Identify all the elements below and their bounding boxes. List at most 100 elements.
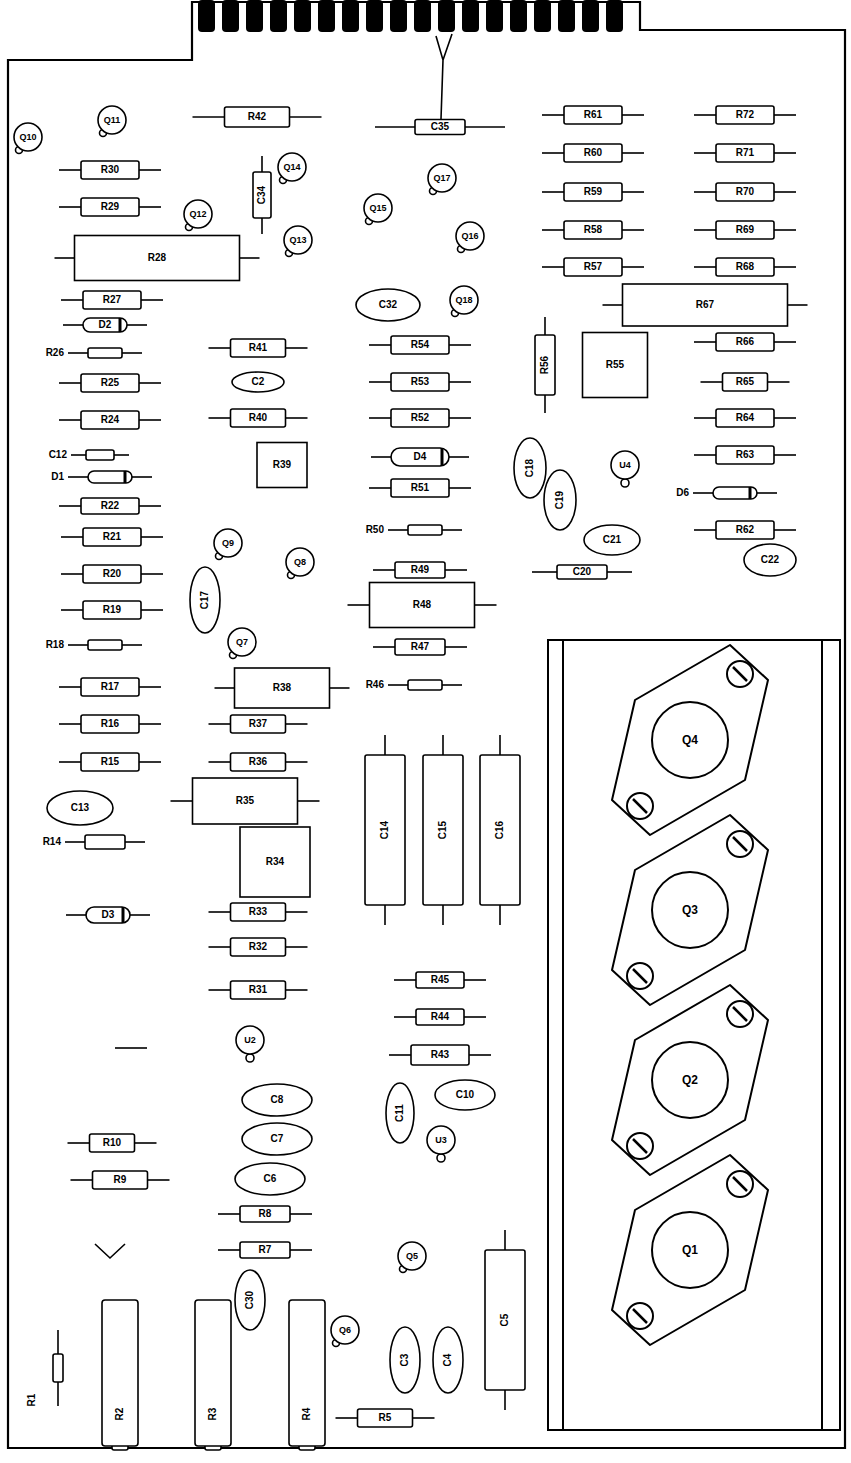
lead-wire [442, 735, 444, 755]
component-body [395, 562, 445, 578]
part-label: Q10 [19, 133, 36, 142]
component-body [415, 120, 465, 135]
lead-wire [61, 536, 83, 538]
resistor-symbol [369, 336, 471, 354]
resistor-symbol [694, 144, 796, 162]
part-label: Q11 [104, 116, 121, 125]
lead-wire [449, 344, 471, 346]
lead-wire [63, 324, 83, 326]
resistor-symbol [542, 144, 644, 162]
lead-wire [774, 152, 796, 154]
component-body [480, 755, 520, 905]
component-body [390, 1327, 420, 1393]
connector-finger [270, 0, 287, 32]
lead-wire [261, 156, 263, 172]
component-body [564, 221, 622, 239]
lead-wire [71, 1179, 93, 1181]
component-body [214, 529, 242, 557]
potentiometer-symbol [102, 1300, 138, 1450]
part-label: R63 [736, 450, 754, 460]
mounting-screw [627, 1133, 653, 1159]
component-body [231, 339, 286, 357]
resistor-symbol [373, 639, 467, 655]
part-label: D1 [50, 472, 65, 482]
mounting-screw [627, 1303, 653, 1329]
screw-slot [633, 1309, 647, 1323]
part-label: R70 [736, 187, 754, 197]
component-body [365, 755, 405, 905]
connector-finger [246, 0, 263, 32]
part-label: Q16 [461, 232, 478, 241]
component-body [242, 1123, 312, 1155]
resistor-symbol [61, 291, 163, 309]
lead-wire [141, 299, 163, 301]
part-label: C3 [400, 1354, 410, 1367]
part-label: D6 [675, 488, 690, 498]
lead-wire [373, 569, 395, 571]
capacitor-symbol [544, 470, 576, 530]
part-label: C19 [555, 491, 565, 509]
part-label: R39 [273, 460, 291, 470]
part-label: C32 [379, 300, 397, 310]
lead-wire [209, 723, 231, 725]
capacitor-symbol [535, 317, 555, 413]
power-transistor-symbol [612, 1155, 768, 1345]
lead-wire [59, 761, 81, 763]
transistor-symbol [98, 106, 126, 137]
screw-slot [733, 837, 747, 851]
lead-wire [449, 487, 471, 489]
part-label: C4 [443, 1354, 453, 1367]
component-body [652, 1042, 728, 1118]
part-label: R64 [736, 413, 754, 423]
part-label: R43 [431, 1050, 449, 1060]
component-body [184, 200, 212, 228]
lead-wire [286, 946, 308, 948]
lead-wire [622, 229, 644, 231]
connector-finger [486, 0, 503, 32]
component-body [716, 221, 774, 239]
resistor-symbol [171, 778, 320, 824]
component-body [86, 907, 130, 923]
transistor-symbol [450, 286, 478, 317]
lead-wire [193, 116, 225, 118]
heat-sink-fin [821, 640, 823, 1430]
component-body [623, 284, 788, 326]
part-label: D2 [99, 320, 112, 330]
component-body [193, 778, 298, 824]
part-label: C2 [252, 377, 265, 387]
lead-wire [130, 914, 150, 916]
resistor-symbol [68, 348, 142, 358]
part-label: R5 [379, 1413, 392, 1423]
part-label: R33 [249, 907, 267, 917]
lead-wire [694, 529, 716, 531]
lead-wire [132, 476, 152, 478]
part-label: R62 [736, 525, 754, 535]
part-label: R54 [411, 340, 429, 350]
component-body [240, 1206, 290, 1222]
resistor-symbol [542, 183, 644, 201]
capacitor-symbol [480, 735, 520, 925]
lead-wire [442, 905, 444, 925]
lead-wire [68, 1142, 90, 1144]
resistor-symbol [59, 678, 161, 696]
connector-finger [318, 0, 335, 32]
connector-finger [198, 0, 215, 32]
lead-wire [240, 257, 260, 259]
lead-wire [622, 266, 644, 268]
power-transistor-symbol [612, 645, 768, 835]
component-body [83, 318, 127, 332]
resistor-symbol [218, 1242, 312, 1258]
connector-finger [294, 0, 311, 32]
diode-symbol [693, 487, 777, 499]
component-body [81, 198, 139, 216]
component-body [81, 411, 139, 429]
resistor-symbol [215, 668, 350, 708]
lead-wire [286, 347, 308, 349]
transistor-flange [612, 1155, 768, 1345]
capacitor-symbol [235, 1163, 305, 1195]
component-body [47, 791, 113, 825]
component-body [88, 348, 122, 358]
lead-wire [122, 644, 142, 646]
part-label: R40 [249, 413, 267, 423]
resistor-symbol [369, 479, 471, 497]
